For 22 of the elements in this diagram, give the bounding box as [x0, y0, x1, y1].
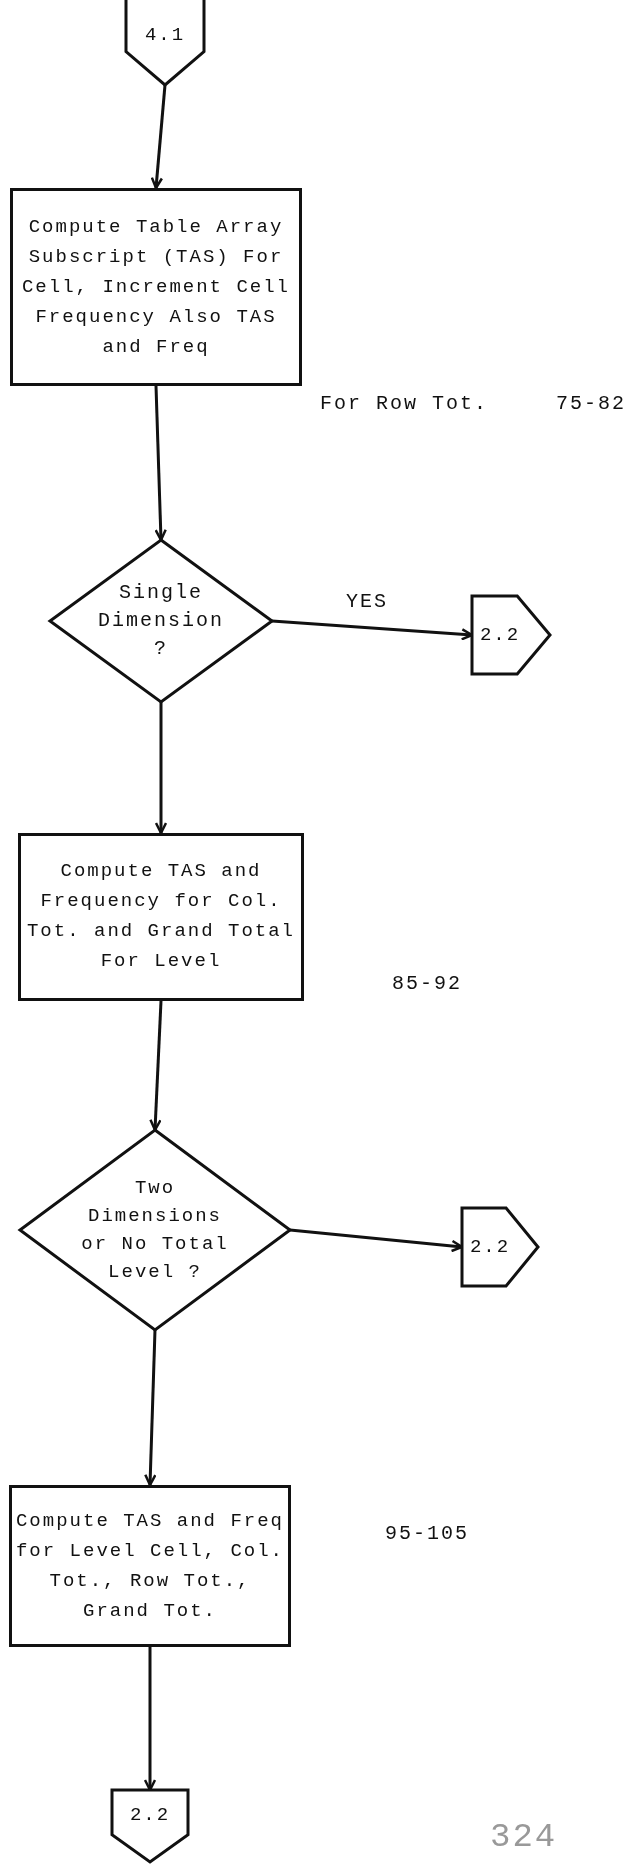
arrow [150, 84, 167, 190]
process-box [10, 188, 302, 386]
process-box [9, 1485, 291, 1647]
arrow [154, 385, 167, 542]
decision-text: Single Dimension ? [97, 580, 225, 662]
process-box [18, 833, 304, 1001]
arrow [149, 1000, 163, 1132]
note-text: For Row Tot. [320, 392, 489, 415]
connector-label: 2.2 [129, 1803, 171, 1828]
process-text: Compute TAS and Frequency for Col. Tot. and Grand Total For Level [25, 859, 296, 974]
page-number: 324 [490, 1818, 558, 1856]
connector-label: 4.1 [144, 23, 186, 48]
decision-text: Two Dimensions or No Total Level ? [80, 1176, 230, 1285]
process-text: Compute Table Array Subscript (TAS) For Cell, Increment Cell Frequency Also TAS and Freq [20, 215, 291, 360]
line-number-range: 95-105 [385, 1522, 469, 1545]
arrow [144, 1329, 157, 1487]
line-number-range: 75-82 [556, 392, 626, 415]
line-number-range: 85-92 [392, 972, 462, 995]
connector-label: 2.2 [469, 1235, 511, 1260]
arrow [154, 702, 168, 835]
process-text: Compute TAS and Freq for Level Cell, Col. Tot., Row Tot., Grand Tot. [14, 1509, 285, 1624]
connector-label: 2.2 [479, 623, 521, 648]
